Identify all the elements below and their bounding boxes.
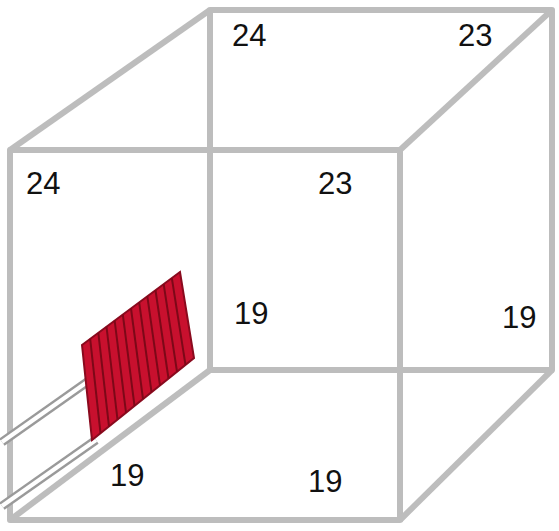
depth-edge bbox=[400, 10, 552, 150]
depth-edge bbox=[10, 10, 210, 150]
back-wall bbox=[210, 10, 552, 370]
depth-edge bbox=[400, 370, 552, 520]
fin bbox=[172, 278, 186, 365]
temperature-label: 24 bbox=[26, 168, 60, 199]
fin bbox=[107, 327, 118, 420]
temperature-label: 19 bbox=[110, 460, 144, 491]
fin bbox=[98, 333, 109, 427]
fin bbox=[115, 321, 126, 413]
temperature-label: 23 bbox=[458, 20, 492, 51]
radiator-fins bbox=[90, 278, 185, 433]
temperature-label: 19 bbox=[234, 298, 268, 329]
fin bbox=[90, 339, 100, 433]
temperature-label: 19 bbox=[308, 466, 342, 497]
radiator bbox=[82, 272, 194, 440]
temperature-label: 24 bbox=[232, 20, 266, 51]
temperature-label: 19 bbox=[502, 302, 536, 333]
temperature-label: 23 bbox=[318, 168, 352, 199]
radiator-pipes bbox=[2, 380, 96, 506]
